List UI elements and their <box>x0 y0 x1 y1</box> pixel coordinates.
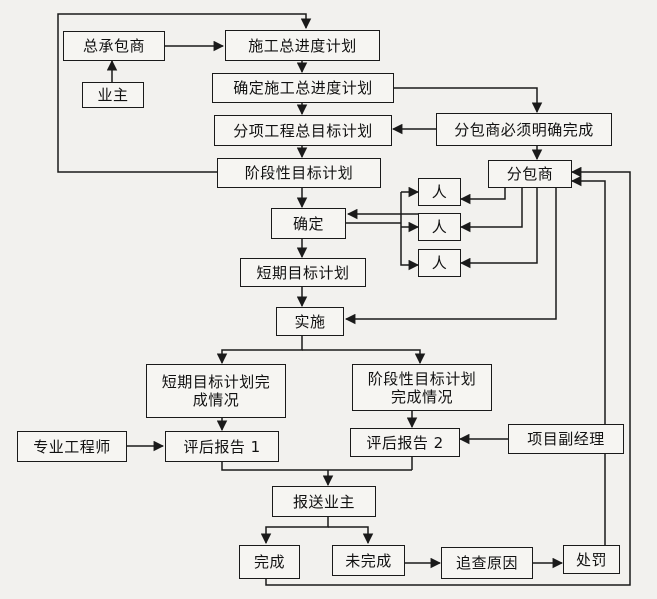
node-not-completed: 未完成 <box>332 545 405 576</box>
edge-confirm-to-submust <box>394 87 543 114</box>
node-report-owner: 报送业主 <box>272 486 376 517</box>
edge-sub-to-person3 <box>459 188 538 269</box>
edge-sub-to-person1 <box>459 188 506 205</box>
node-review-report-1: 评后报告 1 <box>165 431 279 462</box>
edge-penalty-to-sub <box>570 175 606 545</box>
node-person-2: 人 <box>418 213 461 241</box>
node-sub-goal-plan: 分项工程总目标计划 <box>214 115 392 146</box>
node-implement: 实施 <box>276 307 344 336</box>
node-phase-goal-plan: 阶段性目标计划 <box>217 158 381 188</box>
node-short-term-plan: 短期目标计划 <box>240 258 366 287</box>
edge-implement-split <box>216 336 303 365</box>
node-subcontractor-must-confirm: 分包商必须明确完成 <box>436 113 612 146</box>
edge-owner-to-notcompleted <box>328 526 374 545</box>
node-general-contractor: 总承包商 <box>63 31 165 61</box>
edge-implement-split-right <box>302 349 426 365</box>
edge-confirm-to-person1 <box>400 192 420 271</box>
node-engineer: 专业工程师 <box>17 431 127 462</box>
edge-sub-to-person2 <box>459 188 523 233</box>
node-phase-status: 阶段性目标计划 完成情况 <box>352 364 492 411</box>
edge-phase-loop-top <box>57 13 312 173</box>
node-penalty: 处罚 <box>563 545 620 574</box>
edge-completed-loop <box>265 166 631 586</box>
node-confirm: 确定 <box>271 208 346 239</box>
edge-report1-down <box>221 462 412 471</box>
node-investigate-cause: 追查原因 <box>441 547 533 579</box>
edge-owner-to-completed <box>260 517 329 545</box>
node-short-term-status: 短期目标计划完 成情况 <box>146 364 286 418</box>
edge-sub-to-implement <box>344 188 557 325</box>
node-subcontractor: 分包商 <box>488 160 572 188</box>
node-confirm-master-schedule: 确定施工总进度计划 <box>212 73 394 103</box>
node-deputy-pm: 项目副经理 <box>508 424 624 454</box>
node-master-schedule: 施工总进度计划 <box>225 30 380 61</box>
node-completed: 完成 <box>239 545 300 579</box>
node-person-3: 人 <box>418 249 461 277</box>
node-person-1: 人 <box>418 178 461 206</box>
node-review-report-2: 评后报告 2 <box>350 428 460 457</box>
node-owner: 业主 <box>82 82 144 108</box>
